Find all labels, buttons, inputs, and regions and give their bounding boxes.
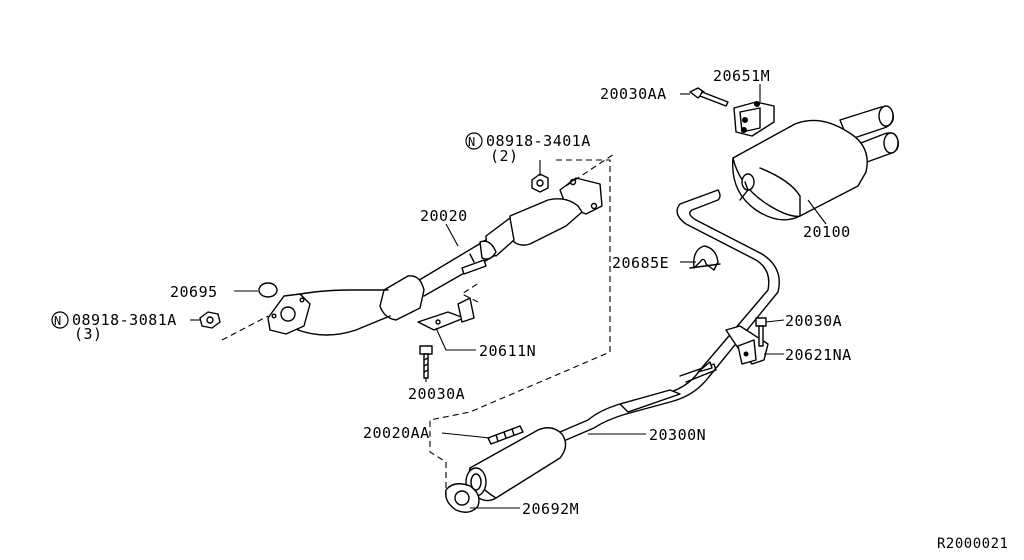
- label-20695: 20695: [170, 283, 218, 301]
- gasket-20695: [258, 282, 278, 298]
- bracket-20611n: [417, 297, 475, 331]
- label-08918-3081a-qty: (3): [74, 325, 103, 343]
- label-20030a-right: 20030A: [785, 312, 842, 330]
- label-08918-3401a: 08918-3401A: [486, 132, 591, 150]
- label-20030aa: 20030AA: [600, 85, 667, 103]
- nut-symbol-left: N: [54, 314, 62, 328]
- rear-pipe: [559, 181, 780, 441]
- gasket-20692m: [445, 483, 480, 513]
- rear-muffler: [732, 105, 899, 221]
- nut-08918-3081a: [199, 311, 221, 329]
- bolt-20030aa: [689, 87, 729, 107]
- nut-symbol-circle-top: [465, 132, 483, 150]
- clamp-20685e: [689, 245, 721, 271]
- callout-labels: 20030AA 20651M 20100 N 08918-3401A (2) 2…: [51, 67, 1008, 552]
- label-20611n: 20611N: [479, 342, 536, 360]
- assembly-boundaries: [221, 153, 615, 496]
- label-20651m: 20651M: [713, 67, 770, 85]
- nut-08918-3401a: [531, 173, 549, 193]
- hanger-20621na: [725, 325, 769, 365]
- label-20300n: 20300N: [649, 426, 706, 444]
- bolt-20030a-left: [419, 345, 433, 379]
- center-muffler: [465, 427, 567, 502]
- diagram-id: R2000021: [937, 536, 1008, 552]
- bolt-20030a-right: [755, 317, 767, 347]
- label-20100: 20100: [803, 223, 851, 241]
- label-08918-3401a-qty: (2): [490, 147, 519, 165]
- label-20020: 20020: [420, 207, 468, 225]
- nut-symbol-circle-left: [51, 311, 69, 329]
- leader-lines: [190, 84, 827, 509]
- label-20621na: 20621NA: [785, 346, 852, 364]
- mounting-20651m: [733, 101, 775, 137]
- front-pipe-20020: [267, 177, 603, 336]
- nut-symbol-top: N: [468, 135, 476, 149]
- label-08918-3081a: 08918-3081A: [72, 311, 177, 329]
- label-20692m: 20692M: [522, 500, 579, 518]
- label-20685e: 20685E: [612, 254, 669, 272]
- stud-20020aa: [487, 425, 524, 445]
- label-20020aa: 20020AA: [363, 424, 430, 442]
- label-20030a-left: 20030A: [408, 385, 465, 403]
